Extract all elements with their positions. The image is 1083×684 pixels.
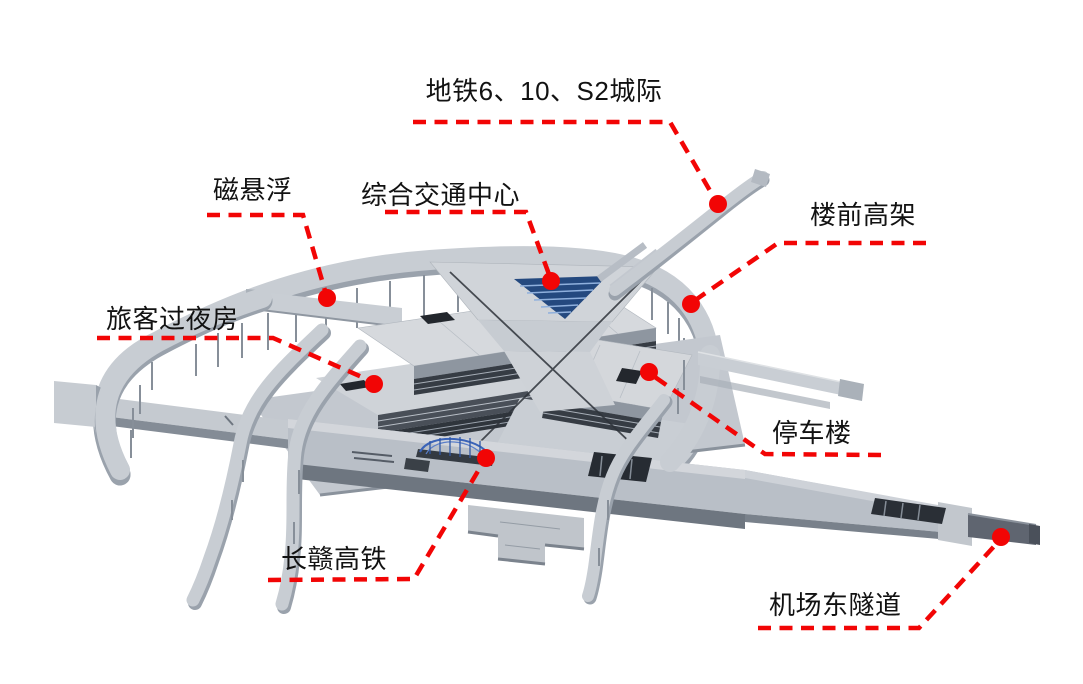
loop-left-limb [95,288,272,480]
callout-label-metro-lines: 地铁6、10、S2城际 [425,76,663,106]
east-branch-road [697,351,864,409]
metro-viaduct [596,169,770,301]
leader-front-elevated-road [692,240,926,303]
dot-overnight-rooms [365,375,383,393]
dot-transport-center [542,272,560,290]
branch-edge-highlight [697,351,847,384]
canopy-base [416,449,494,466]
canopy-ribs [429,437,481,458]
leader-overnight-rooms [97,335,372,384]
branch-deck [698,352,846,396]
west-ramp-inner [275,339,367,611]
roof-slot [340,380,370,391]
opening-grates [883,500,921,521]
callout-dots [318,195,1010,546]
callout-leaders [97,119,1001,631]
tunnel-top-edge [967,513,1037,526]
ramp-piers [231,460,609,566]
dot-parking-building [640,363,658,381]
branch-end-cap [838,379,864,401]
leader-maglev [207,212,329,295]
callout-label-overnight-rooms: 旅客过夜房 [106,304,239,334]
dot-front-elevated-road [682,295,700,313]
callout-label-transport-center: 综合交通中心 [361,180,521,210]
central-lower-arm [504,351,615,412]
east-ramp [582,394,670,602]
viaduct-end-cap [751,169,770,187]
callout-label-parking-building: 停车楼 [772,418,852,448]
leader-airport-east-tunnel [758,539,1001,631]
platform-main-deck [288,419,745,514]
callout-label-front-elevated-road: 楼前高架 [810,200,917,230]
apron-front-edges [467,530,585,566]
dot-changgan-hsr [477,449,495,467]
parking-dark-band [542,402,661,438]
maglev-deck-edge [252,308,403,328]
branch-shadow [700,376,830,409]
tunnel-portal-block [938,502,972,546]
roof-slot [616,368,642,384]
rail-platform [54,381,1040,566]
platform-west-block [54,381,96,427]
deck-stairs [404,458,430,472]
dot-airport-east-tunnel [992,528,1010,546]
leader-changgan-hsr [267,459,486,583]
access-ramps [186,323,673,614]
maglev-deck [253,291,402,327]
viaduct-stub-ramp [596,242,648,282]
deck-joint [224,415,234,426]
deck-opening [871,498,946,524]
south-apron-extension [468,505,584,564]
west-ramp-outer [186,323,329,607]
glass-atrium [514,276,607,319]
callout-label-airport-east-tunnel: 机场东隧道 [769,590,902,620]
apron-seams [499,521,561,550]
glass-atrium-steps [519,282,601,314]
crossing-walkway-seams [449,271,649,453]
roof-slot [420,312,455,324]
dot-maglev [318,289,336,307]
callout-label-changgan-hsr: 长赣高铁 [281,544,388,574]
limb-piers [130,360,685,458]
dot-metro-lines [709,195,727,213]
deck-steps [351,451,395,463]
platform-front-face [288,463,745,529]
taper-front-face [745,514,962,541]
viaduct-deck [609,171,769,296]
callout-label-maglev: 磁悬浮 [213,175,293,205]
leader-transport-center [385,209,553,278]
leader-parking-building [650,373,882,458]
tunnel-end-cap [1029,524,1040,545]
